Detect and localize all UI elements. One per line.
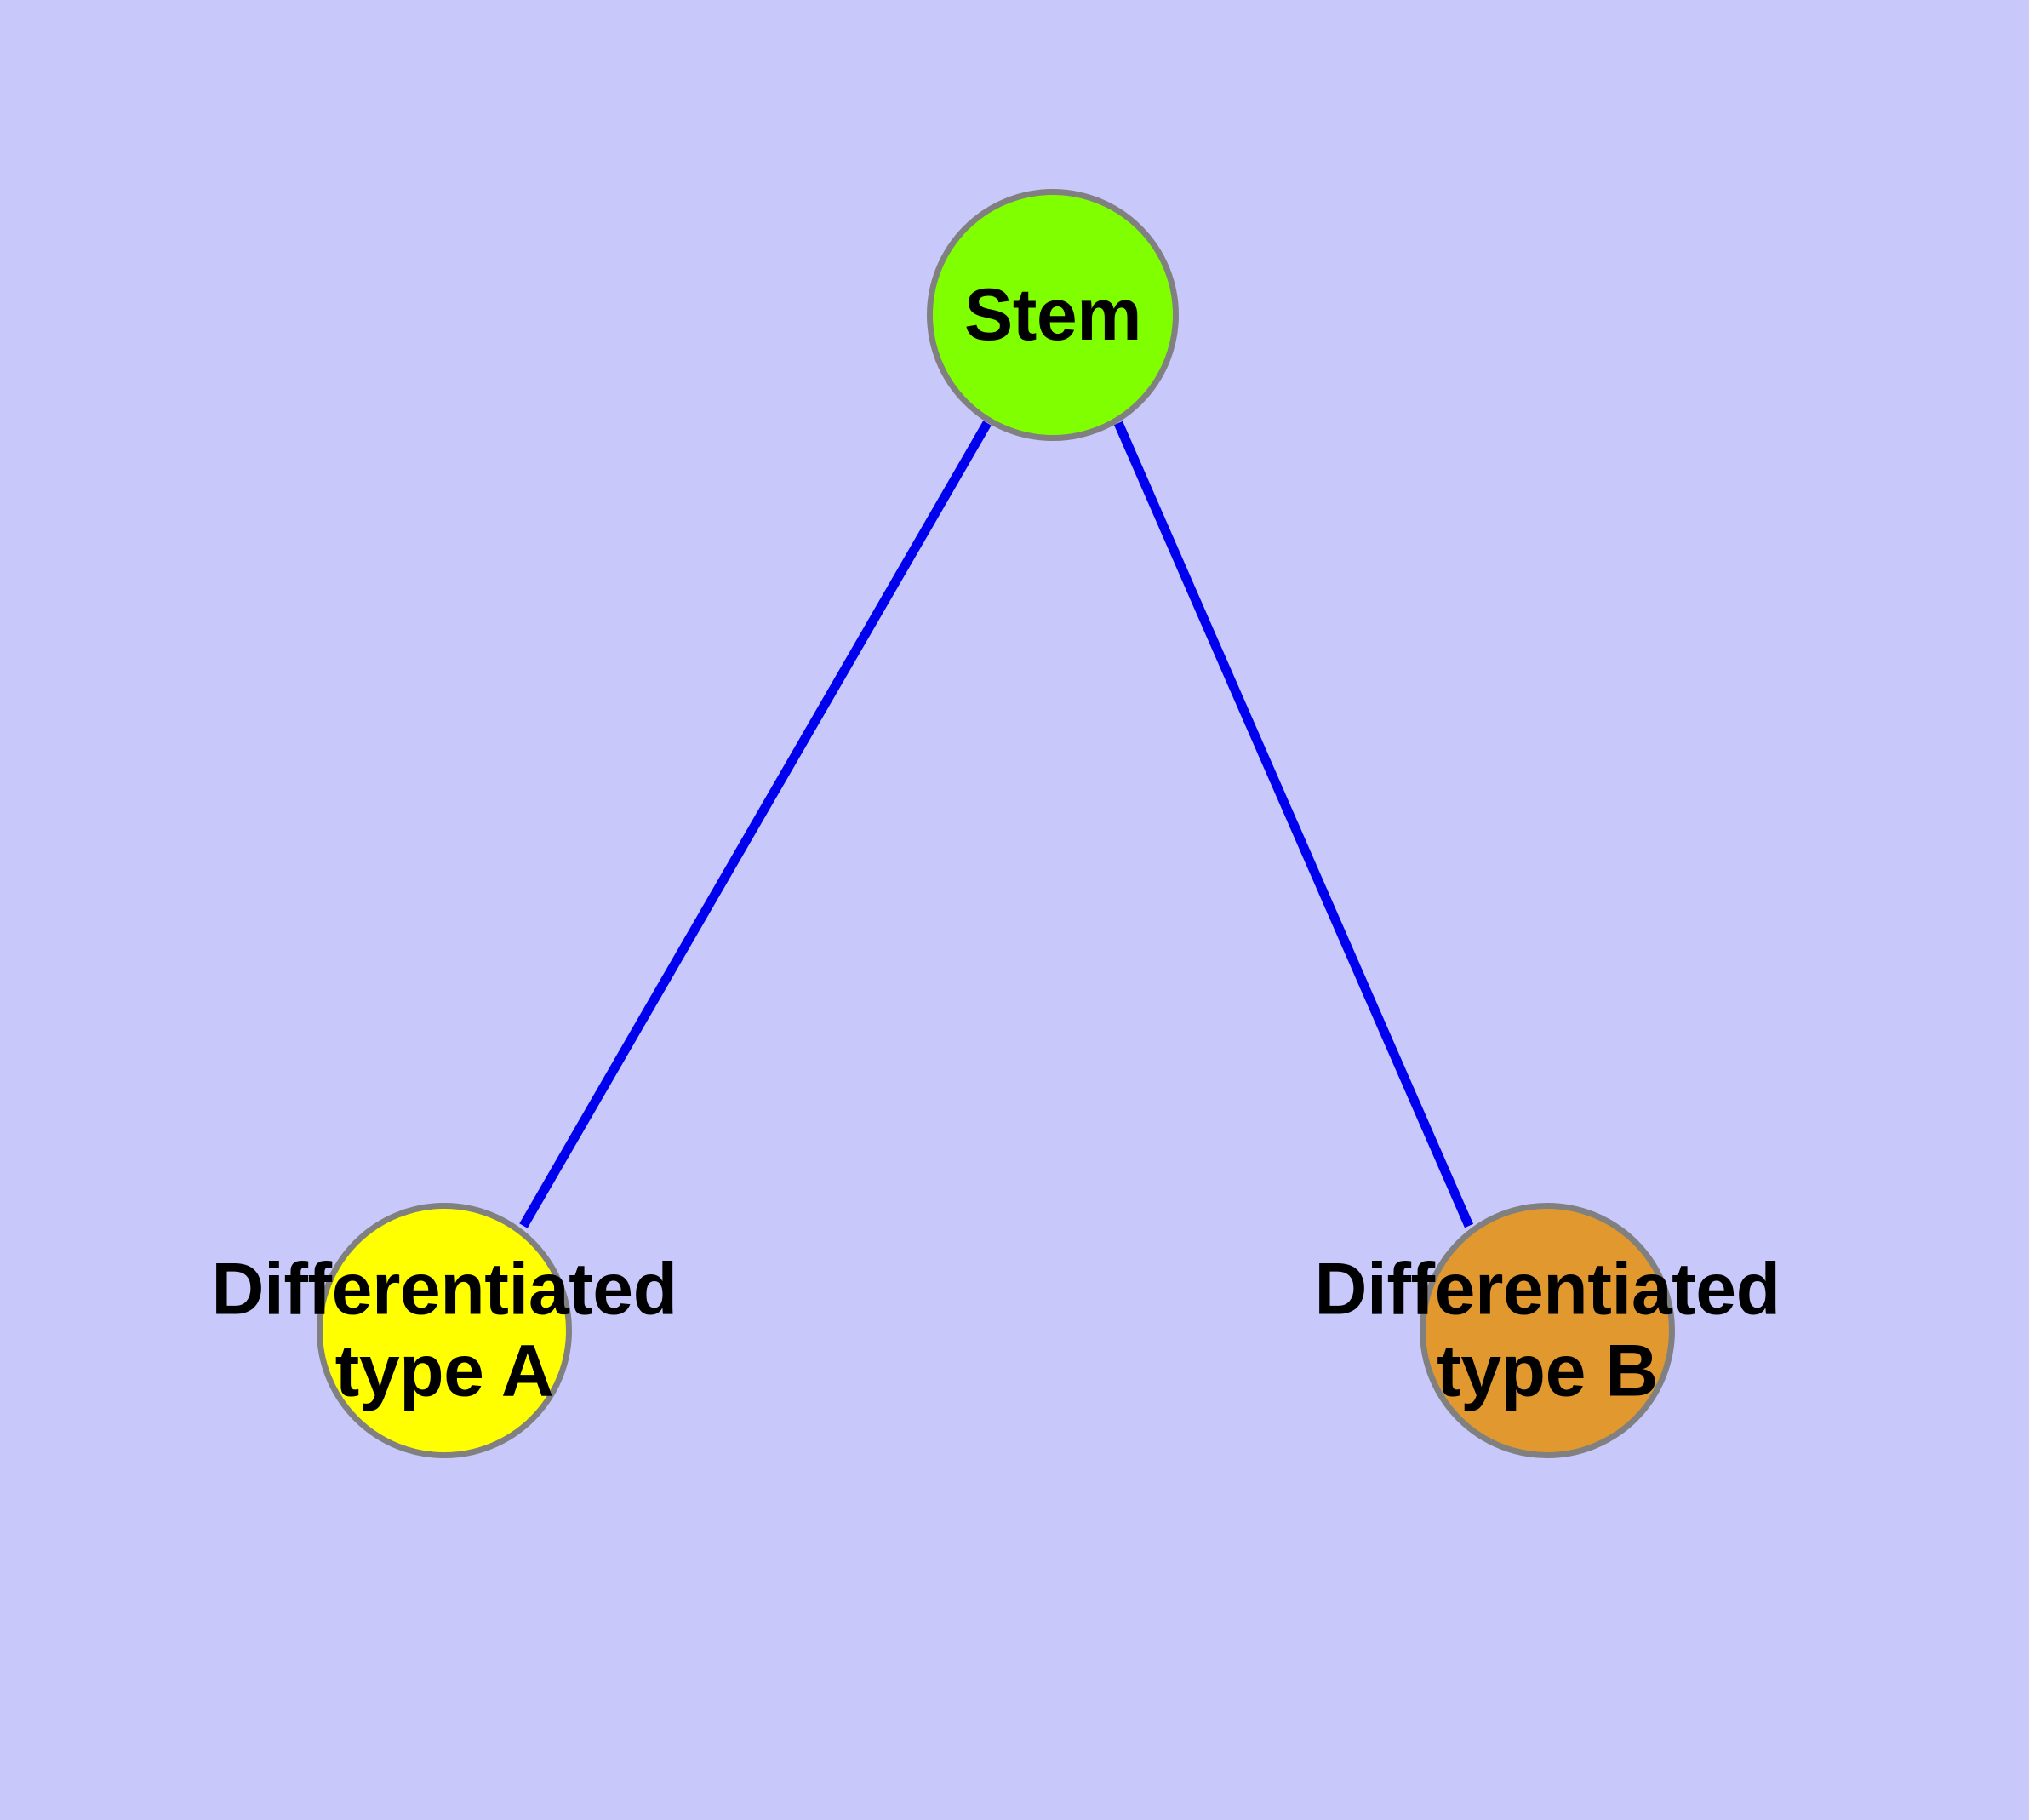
- node-differentiated-type-b[interactable]: Differentiated type B: [1314, 1203, 1780, 1458]
- node-differentiated-type-a[interactable]: Differentiated type A: [211, 1203, 677, 1458]
- edge-stem-to-differentiated-type-a[interactable]: [519, 421, 992, 1228]
- edge-stem-to-differentiated-type-b[interactable]: [1113, 421, 1474, 1228]
- node-stem[interactable]: Stem: [927, 189, 1179, 441]
- node-stem-label: Stem: [963, 273, 1142, 356]
